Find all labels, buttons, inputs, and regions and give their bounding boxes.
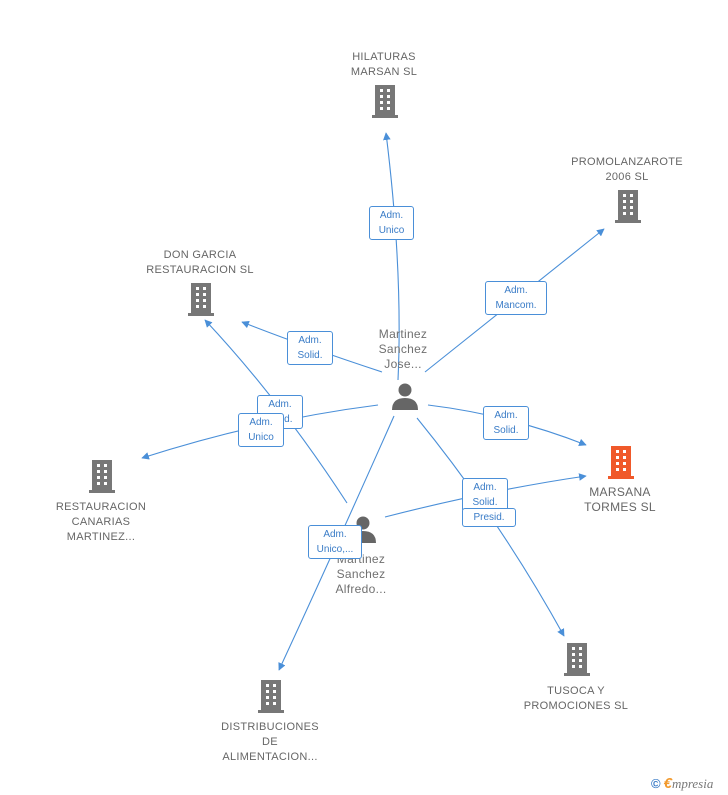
edge-label-line: Adm. bbox=[323, 529, 347, 540]
company-don-garcia-label[interactable]: DON GARCIA RESTAURACION SL bbox=[146, 248, 254, 278]
edge-label-line: Adm. bbox=[473, 482, 497, 493]
label-line: RESTAURACION SL bbox=[146, 264, 254, 276]
edge-label-line: Unico bbox=[378, 225, 405, 236]
edge-label-line: Solid. bbox=[297, 350, 323, 361]
label-line: 2006 SL bbox=[605, 171, 649, 183]
label-line: Sanchez bbox=[378, 342, 428, 356]
edge-label-canarias: Adm. Unico bbox=[238, 413, 284, 447]
edge-label-hilaturas: Adm. Unico bbox=[369, 206, 414, 240]
edge-label-distribuciones: Adm. Unico,... bbox=[308, 525, 362, 559]
building-icon bbox=[615, 190, 641, 223]
brand-footer[interactable]: ©€mpresia bbox=[651, 775, 713, 792]
building-windows bbox=[97, 89, 633, 705]
edge-label-tusoca: Presid. bbox=[462, 508, 516, 527]
edge-label-marsana-jose: Adm. Solid. bbox=[483, 406, 529, 440]
label-line: Jose... bbox=[384, 357, 422, 371]
edge-label-line: Adm. bbox=[249, 417, 273, 428]
edge-label-line: Solid. bbox=[493, 425, 519, 436]
label-line: CANARIAS bbox=[71, 516, 131, 528]
building-icon bbox=[608, 446, 634, 479]
label-line: DE bbox=[262, 736, 278, 748]
label-line: MARSAN SL bbox=[350, 66, 418, 78]
edge-jose-hilaturas bbox=[383, 132, 400, 381]
label-line: MARTINEZ... bbox=[66, 531, 136, 543]
edge-label-line: Solid. bbox=[472, 497, 498, 508]
edge-label-line: Presid. bbox=[473, 512, 505, 523]
empresia-logo-e: € bbox=[663, 775, 672, 792]
edge-label-line: Adm. bbox=[298, 335, 322, 346]
label-line: DON GARCIA bbox=[163, 249, 237, 261]
company-distribuciones-label[interactable]: DISTRIBUCIONES DE ALIMENTACION... bbox=[221, 720, 319, 765]
edge-label-line: Adm. bbox=[268, 399, 292, 410]
company-marsana-label[interactable]: MARSANA TORMES SL bbox=[584, 485, 656, 515]
company-hilaturas-label[interactable]: HILATURAS MARSAN SL bbox=[351, 50, 417, 80]
company-promolanzarote-label[interactable]: PROMOLANZAROTE 2006 SL bbox=[571, 155, 683, 185]
building-icon bbox=[89, 460, 115, 493]
building-icon bbox=[258, 680, 284, 713]
label-line: DISTRIBUCIONES bbox=[221, 721, 319, 733]
person-jose-label[interactable]: Martinez Sanchez Jose... bbox=[379, 327, 428, 372]
person-icon bbox=[392, 383, 418, 410]
company-restauracion-canarias-label[interactable]: RESTAURACION CANARIAS MARTINEZ... bbox=[56, 500, 146, 545]
edge-label-promolanzarote: Adm. Mancom. bbox=[485, 281, 547, 315]
edge-label-line: Adm. bbox=[379, 210, 404, 221]
label-line: TORMES SL bbox=[584, 500, 656, 514]
building-icon bbox=[188, 283, 214, 316]
edge-label-line: Mancom. bbox=[495, 300, 537, 311]
edge-label-line: Unico bbox=[248, 432, 274, 443]
label-line: PROMOCIONES SL bbox=[523, 700, 629, 712]
edge-label-marsana-alfredo: Adm. Solid. bbox=[462, 478, 508, 512]
label-line: Alfredo... bbox=[335, 582, 387, 596]
label-line: HILATURAS bbox=[352, 51, 416, 63]
copyright-icon: © bbox=[651, 776, 661, 791]
empresia-logo-text: mpresia bbox=[671, 776, 714, 791]
company-tusoca-label[interactable]: TUSOCA Y PROMOCIONES SL bbox=[524, 684, 628, 714]
edge-label-line: Adm. bbox=[494, 410, 518, 421]
label-line: RESTAURACION bbox=[55, 501, 147, 513]
building-icon bbox=[372, 85, 398, 118]
label-line: TUSOCA Y bbox=[547, 685, 605, 697]
label-line: ALIMENTACION... bbox=[222, 751, 318, 763]
edge-label-line: Adm. bbox=[504, 285, 528, 296]
edge-label-line: Unico,... bbox=[316, 544, 354, 555]
edge-jose-tusoca bbox=[416, 417, 565, 637]
edge-label-don-garcia-jose: Adm. Solid. bbox=[287, 331, 333, 365]
building-icon bbox=[564, 643, 590, 676]
label-line: Martinez bbox=[378, 327, 428, 341]
label-line: MARSANA bbox=[589, 485, 651, 499]
label-line: PROMOLANZAROTE bbox=[571, 156, 683, 168]
label-line: Sanchez bbox=[336, 567, 386, 581]
